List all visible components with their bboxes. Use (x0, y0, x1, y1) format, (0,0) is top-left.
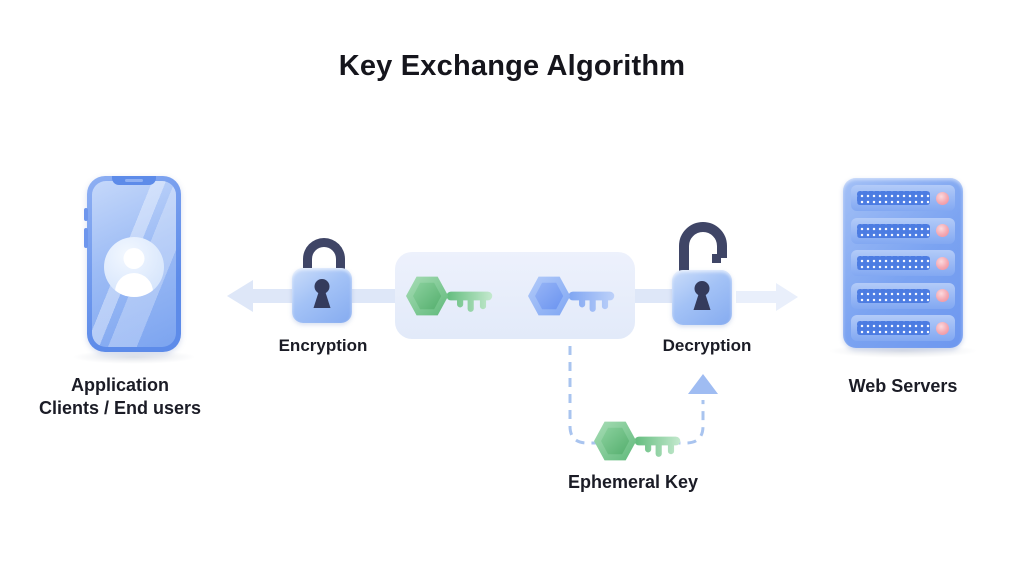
server-unit (851, 217, 955, 244)
keyhole-icon (314, 279, 330, 294)
arrow-left-icon (227, 280, 253, 312)
encryption-label: Encryption (278, 336, 368, 355)
padlock-open-shackle (679, 222, 727, 276)
server-led-panel (857, 288, 930, 303)
server-led-panel (857, 191, 930, 205)
keyhole-icon (694, 281, 710, 296)
client-label-line2: Clients / End users (38, 398, 202, 418)
server-status-led (936, 321, 949, 335)
user-avatar-icon (104, 237, 164, 297)
server-led-panel (857, 321, 930, 335)
phone-notch (112, 176, 156, 185)
ephemeral-dashed-path (568, 346, 718, 445)
client-label-line1: Application (71, 375, 169, 395)
phone-shadow (72, 350, 196, 364)
phone-screen (92, 181, 176, 347)
server-status-led (936, 256, 949, 270)
padlock-body (292, 268, 352, 323)
server-unit (851, 250, 955, 276)
server-unit (851, 185, 955, 211)
decryption-label: Decryption (662, 336, 752, 355)
server-status-led (936, 191, 949, 205)
flow-band-right (736, 291, 778, 303)
padlock-body (672, 270, 732, 325)
smartphone-user-icon (84, 176, 181, 352)
server-unit (851, 315, 955, 341)
server-unit (851, 282, 955, 309)
ephemeral-key-icon (594, 421, 681, 461)
phone-side-button (84, 228, 88, 248)
page-title: Key Exchange Algorithm (338, 50, 686, 82)
green-key-icon (406, 276, 493, 316)
server-led-panel (857, 256, 930, 270)
phone-side-button (84, 208, 88, 221)
unlocked-padlock-icon (668, 220, 738, 325)
arrow-right-icon (776, 283, 798, 311)
locked-padlock-icon (292, 238, 356, 323)
blue-key-icon (528, 276, 615, 316)
server-led-panel (857, 223, 930, 238)
ephemeral-key-label: Ephemeral Key (567, 472, 699, 492)
client-label: Application Clients / End users (15, 374, 225, 420)
web-servers-label: Web Servers (848, 376, 958, 396)
server-status-led (936, 224, 949, 237)
arrow-up-icon (688, 374, 718, 394)
server-status-led (936, 289, 949, 302)
padlock-shackle (303, 238, 345, 279)
server-rack-icon (843, 178, 963, 348)
